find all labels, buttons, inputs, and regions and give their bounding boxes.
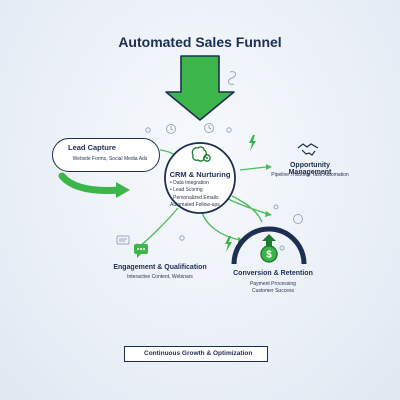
small-circle-icon-4 xyxy=(279,245,285,251)
connector-crm-engagement xyxy=(139,207,179,247)
engagement-title: Engagement & Qualification xyxy=(113,264,207,271)
crm-title: CRM & Nurturing xyxy=(169,170,231,179)
connector-crm-opportunity xyxy=(239,166,267,171)
growth-box xyxy=(124,346,268,362)
lightning-icons xyxy=(225,135,256,252)
opportunity-title: Opportunity Management xyxy=(288,162,332,176)
crm-item: • Lead Scoring xyxy=(170,187,203,194)
arrowhead-opportunity xyxy=(266,164,272,170)
lightning-icon-2 xyxy=(225,236,232,252)
dollar-coin-icon: $ xyxy=(260,234,278,263)
connector-crm-conversion-2 xyxy=(231,195,263,223)
connector-crm-conversion xyxy=(201,211,241,241)
engagement-subtitle: Interactive Content, Webinars xyxy=(127,274,193,280)
lead-flow-arrow xyxy=(58,172,130,198)
growth-label: Continuous Growth & Optimization xyxy=(144,350,253,357)
brain-gear-icon xyxy=(191,146,211,162)
conversion-title: Conversion & Retention xyxy=(233,270,313,277)
clock-icon-2 xyxy=(204,123,214,133)
clock-hand-2 xyxy=(208,125,212,130)
svg-text:$: $ xyxy=(266,250,272,261)
lightning-icon-1 xyxy=(249,135,256,151)
lead-capture-subtitle: Website Forms, Social Media Ads xyxy=(72,156,148,162)
clock-hand-1 xyxy=(170,126,174,131)
lead-capture-box xyxy=(52,138,160,172)
small-circle-icon-3 xyxy=(145,127,151,133)
small-circle-icon-1 xyxy=(226,127,232,133)
opportunity-subtitle: Pipeline Tracking, Task Automation xyxy=(271,172,349,178)
doc-icon xyxy=(116,235,130,245)
conversion-subtitle: Payment Processing Customer Success xyxy=(228,281,318,295)
clock-icon-1 xyxy=(166,124,176,134)
handshake-icon xyxy=(297,143,319,156)
conversion-arch xyxy=(231,226,307,265)
crm-list: • Data Integration • Lead Scoring • Pers… xyxy=(170,180,220,210)
funnel-arrow-icon xyxy=(165,55,235,121)
lead-capture-title: Lead Capture xyxy=(68,143,116,152)
decorative-icons xyxy=(116,71,303,251)
small-circle-icon-5 xyxy=(273,204,279,210)
crm-item: • Personalized Emails xyxy=(170,194,219,201)
page-title: Automated Sales Funnel xyxy=(118,34,282,50)
crm-item: Automated Follow-ups xyxy=(170,202,220,209)
conversion-sub-line: Customer Success xyxy=(252,288,294,294)
curl-icon xyxy=(227,71,237,85)
crm-circle xyxy=(164,142,236,214)
chat-bubble-icon xyxy=(134,244,148,258)
crm-item: • Data Integration xyxy=(170,180,209,186)
coin-outline-icon xyxy=(293,214,303,224)
connector-crm-right xyxy=(225,197,269,215)
small-circle-icon-2 xyxy=(179,235,185,241)
conversion-sub-line: Payment Processing xyxy=(250,281,296,287)
arrowhead-right xyxy=(265,211,272,217)
